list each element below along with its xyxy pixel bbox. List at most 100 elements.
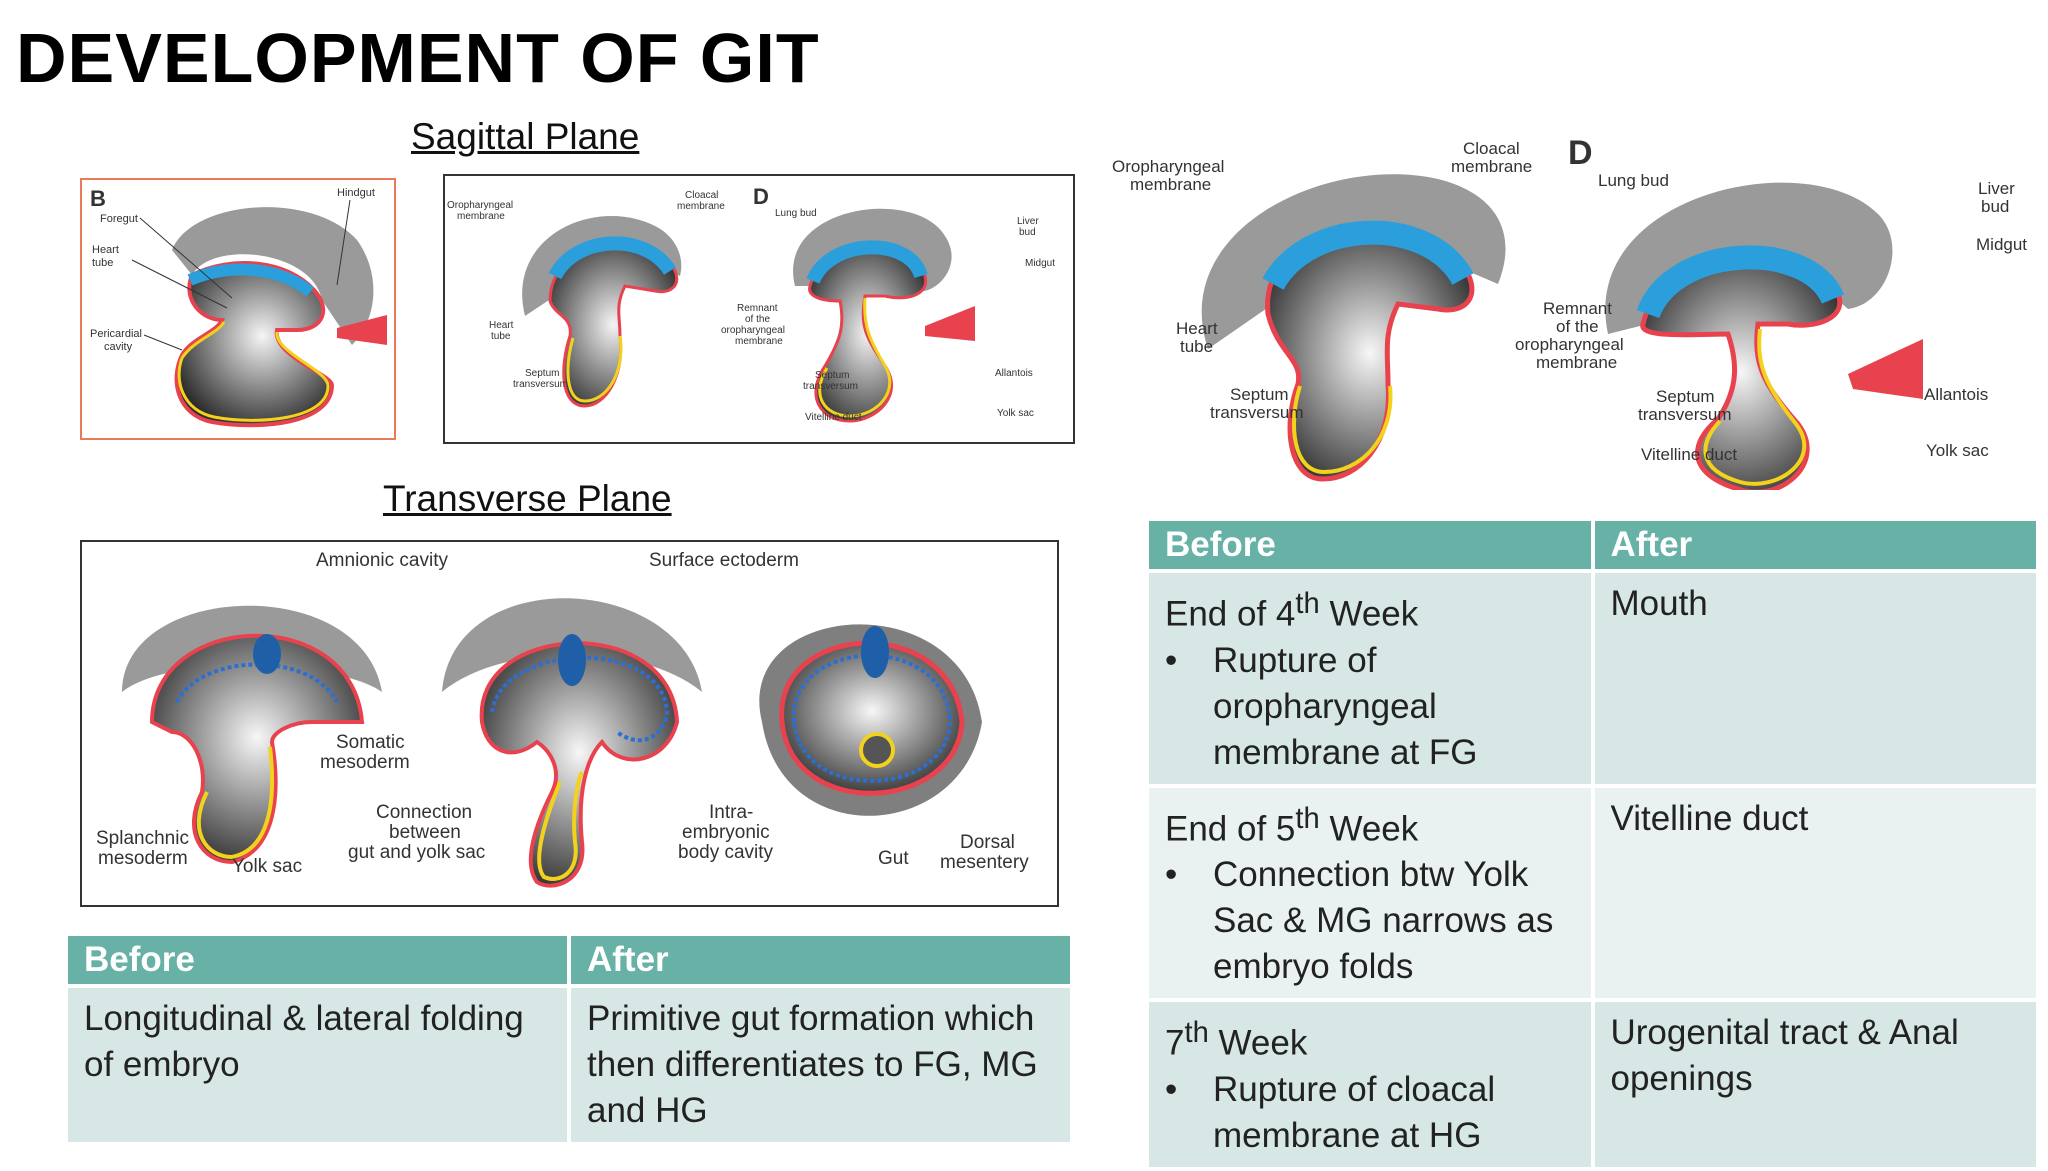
timeline-row-1-after: Mouth <box>1590 569 2040 788</box>
transverse-label-yolk-sac: Yolk sac <box>232 856 302 877</box>
large-sagittal-figure: D Oropharyngeal membrane Cloacal membran… <box>1108 134 2038 490</box>
folding-table-header-row: Before After <box>64 932 1074 988</box>
transverse-label-connection: Connection <box>376 802 472 823</box>
figure-b-label-pericardial: Pericardial <box>90 328 142 340</box>
large-label-septum-2: Septum <box>1656 387 1715 406</box>
timeline-row-2-after: Vitelline duct <box>1590 783 2040 1003</box>
large-label-lung-bud: Lung bud <box>1598 171 1669 190</box>
timeline-row-3-before: 7th Week •Rupture of cloacal membrane at… <box>1145 998 1595 1171</box>
transverse-label-body-cavity: body cavity <box>678 842 774 863</box>
timeline-row-2-week: End of 5th Week <box>1165 802 1419 849</box>
large-label-cloacal: Cloacal <box>1463 139 1520 158</box>
large-label-remnant: Remnant <box>1543 299 1612 318</box>
transverse-diagram: Amnionic cavity Surface ectoderm Somatic… <box>96 550 1029 888</box>
timeline-row-1-before: End of 4th Week •Rupture of oropharyngea… <box>1145 569 1595 788</box>
timeline-row-3-bullet: •Rupture of cloacal membrane at HG <box>1165 1069 1496 1155</box>
timeline-table-header-before: Before <box>1145 517 1595 573</box>
cd-label-liver: Liver <box>1017 216 1039 227</box>
cd-label-cloacal: Cloacal <box>685 190 718 201</box>
large-label-oropharyngeal: Oropharyngeal <box>1112 157 1224 176</box>
sagittal-plane-heading: Sagittal Plane <box>411 116 640 157</box>
figure-b-letter: B <box>90 186 106 211</box>
cd-label-septum-2: Septum <box>815 370 849 381</box>
large-figure-diagram: D Oropharyngeal membrane Cloacal membran… <box>1112 134 2027 490</box>
large-label-midgut: Midgut <box>1976 235 2027 254</box>
transverse-label-embryonic: embryonic <box>682 822 770 843</box>
cd-label-oropharyngeal: Oropharyngeal <box>447 200 513 211</box>
large-label-of-the: of the <box>1556 317 1599 336</box>
large-label-membrane-2: membrane <box>1536 353 1617 372</box>
folding-table: Before After Longitudinal & lateral fold… <box>64 932 1074 1146</box>
cd-label-tube: tube <box>491 331 511 342</box>
large-label-cloacal-membrane: membrane <box>1451 157 1532 176</box>
cd-label-vitelline-duct: Vitelline duct <box>805 412 862 423</box>
large-label-allantois: Allantois <box>1924 385 1988 404</box>
folding-table-header-before: Before <box>64 932 571 988</box>
cd-label-of-the: of the <box>745 314 770 325</box>
large-label-heart: Heart <box>1176 319 1218 338</box>
transverse-label-somatic-mesoderm: mesoderm <box>320 752 410 773</box>
transverse-label-mesentery: mesentery <box>940 852 1029 873</box>
figure-b-label-heart: Heart <box>92 244 119 256</box>
folding-table-header-after: After <box>567 932 1074 988</box>
timeline-row-1-bullet: •Rupture of oropharyngeal membrane at FG <box>1165 640 1478 772</box>
timeline-row-3-week: 7th Week <box>1165 1017 1308 1063</box>
cd-label-transversum: transversum <box>513 379 568 390</box>
page-title: DEVELOPMENT OF GIT <box>16 19 820 97</box>
large-label-yolk-sac: Yolk sac <box>1926 441 1989 460</box>
cd-label-midgut: Midgut <box>1025 258 1055 269</box>
sagittal-figure-cd: D Oropharyngeal membrane Cloacal membran… <box>443 174 1075 444</box>
transverse-plane-heading: Transverse Plane <box>383 478 672 519</box>
large-label-transversum-2: transversum <box>1638 405 1732 424</box>
cd-label-lung-bud: Lung bud <box>775 208 817 219</box>
cd-label-yolk-sac: Yolk sac <box>997 408 1034 419</box>
large-label-liver: Liver <box>1978 179 2015 198</box>
cd-label-transversum-2: transversum <box>803 381 858 392</box>
transverse-label-gut: Gut <box>878 848 909 869</box>
timeline-row-2-bullet: •Connection btw Yolk Sac & MG narrows as… <box>1165 855 1554 987</box>
timeline-table-header-row: Before After <box>1145 517 2040 573</box>
cd-label-membrane-2: membrane <box>735 336 783 347</box>
large-figure-letter: D <box>1568 134 1593 172</box>
cd-label-membrane: membrane <box>457 211 505 222</box>
transverse-label-splanchnic: Splanchnic <box>96 828 189 849</box>
table-row: 7th Week •Rupture of cloacal membrane at… <box>1145 998 2040 1171</box>
transverse-figure: Amnionic cavity Surface ectoderm Somatic… <box>80 540 1059 907</box>
figure-b-label-cavity: cavity <box>104 341 133 353</box>
transverse-label-somatic: Somatic <box>336 732 405 753</box>
sagittal-figure-b: B Foregut Hindgut Heart tube Pericardial… <box>80 178 396 440</box>
transverse-label-gut-and-yolk-sac: gut and yolk sac <box>348 842 485 863</box>
figure-cd-diagram: D Oropharyngeal membrane Cloacal membran… <box>447 184 1055 423</box>
timeline-row-2-before: End of 5th Week •Connection btw Yolk Sac… <box>1145 783 1595 1003</box>
table-row: End of 5th Week •Connection btw Yolk Sac… <box>1145 783 2040 1003</box>
timeline-row-3-after: Urogenital tract & Anal openings <box>1590 998 2040 1171</box>
table-row: End of 4th Week •Rupture of oropharyngea… <box>1145 569 2040 788</box>
timeline-table: Before After End of 4th Week •Rupture of… <box>1145 517 2040 1171</box>
table-row: Longitudinal & lateral folding of embryo… <box>64 984 1074 1146</box>
cd-label-liver-bud: bud <box>1019 227 1036 238</box>
transverse-label-between: between <box>389 822 461 843</box>
transverse-label-splanchnic-mesoderm: mesoderm <box>98 848 188 869</box>
transverse-label-surface-ectoderm: Surface ectoderm <box>649 550 799 571</box>
figure-b-diagram: B Foregut Hindgut Heart tube Pericardial… <box>90 186 387 428</box>
large-label-oropharyngeal-2: oropharyngeal <box>1515 335 1624 354</box>
figure-cd-letter: D <box>753 184 769 209</box>
large-label-tube: tube <box>1180 337 1213 356</box>
timeline-table-header-after: After <box>1590 517 2040 573</box>
large-label-liver-bud: bud <box>1981 197 2009 216</box>
large-label-membrane: membrane <box>1130 175 1211 194</box>
timeline-row-1-week: End of 4th Week <box>1165 588 1419 634</box>
cd-label-septum: Septum <box>525 368 559 379</box>
transverse-label-intra: Intra- <box>709 802 753 823</box>
figure-b-label-hindgut: Hindgut <box>337 187 375 199</box>
cd-label-heart: Heart <box>489 320 514 331</box>
transverse-label-amnionic-cavity: Amnionic cavity <box>316 550 448 571</box>
folding-table-before-cell: Longitudinal & lateral folding of embryo <box>64 984 571 1146</box>
cd-label-oropharyngeal-2: oropharyngeal <box>721 325 785 336</box>
large-label-septum: Septum <box>1230 385 1289 404</box>
transverse-label-dorsal: Dorsal <box>960 832 1015 853</box>
cd-label-allantois: Allantois <box>995 368 1033 379</box>
figure-b-label-foregut: Foregut <box>100 213 138 225</box>
figure-b-label-tube: tube <box>92 257 113 269</box>
cd-label-remnant: Remnant <box>737 303 778 314</box>
